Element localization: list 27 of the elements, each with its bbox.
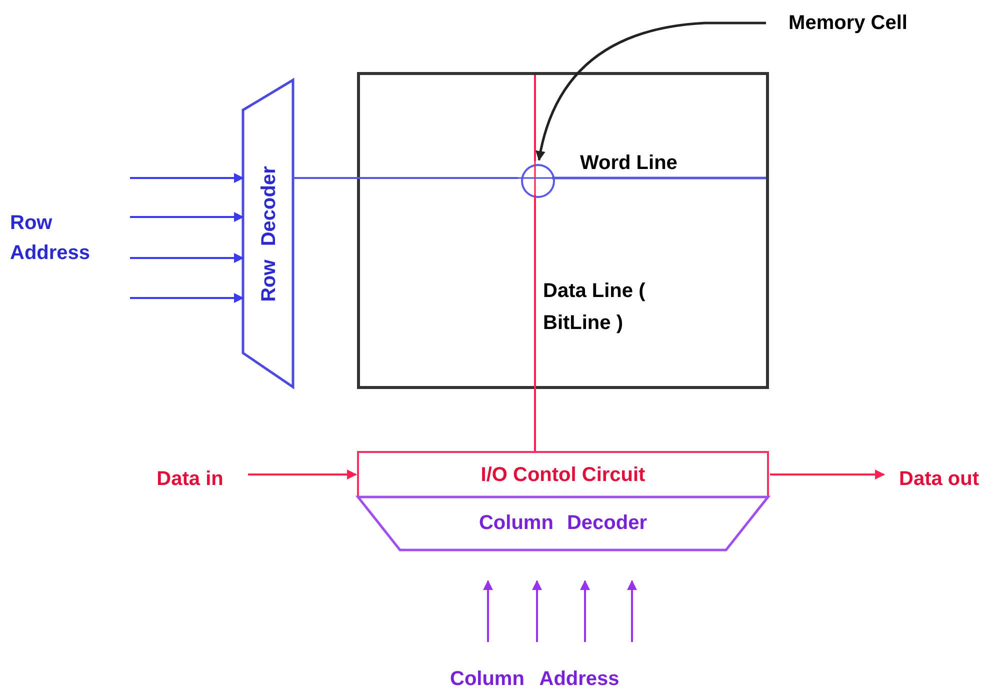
decoder-label: Row Decoder xyxy=(257,166,281,302)
arrow xyxy=(130,173,244,183)
label-text: Word Line xyxy=(580,151,678,176)
arrow xyxy=(536,22,766,161)
arrow xyxy=(130,253,244,263)
arrow xyxy=(130,212,244,222)
arrow xyxy=(580,580,590,642)
arrow xyxy=(627,580,637,642)
arrow xyxy=(248,470,357,480)
label-text: Data Line ( BitLine ) xyxy=(543,279,646,336)
node-text: I/O Contol Circuit xyxy=(480,462,646,488)
row-decoder xyxy=(241,78,297,390)
io-control-box xyxy=(357,451,769,498)
connector-line xyxy=(534,195,536,451)
node-text: Column Decoder xyxy=(478,511,648,536)
node-text: Data in xyxy=(156,467,224,492)
arrow xyxy=(770,470,885,480)
arrow xyxy=(483,580,493,642)
arrow xyxy=(532,580,542,642)
column-decoder xyxy=(356,497,770,553)
node-text: Memory Cell xyxy=(788,11,908,36)
label-text: Column Address xyxy=(450,667,620,690)
memory-array xyxy=(357,72,769,389)
arrow xyxy=(130,293,244,303)
label-text: Row Address xyxy=(10,211,92,266)
connector-line xyxy=(293,177,518,179)
node-text: Data out xyxy=(899,467,979,492)
